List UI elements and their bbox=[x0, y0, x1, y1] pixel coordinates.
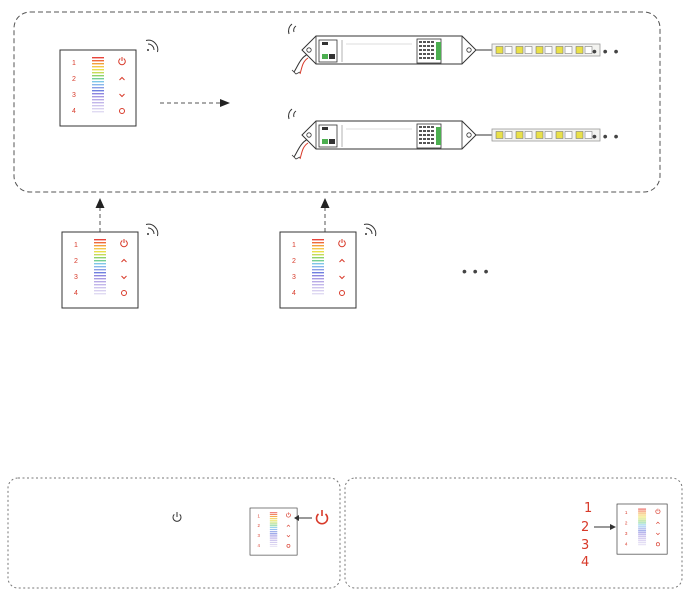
zone-number: 4 bbox=[581, 555, 589, 570]
power-icon-highlight bbox=[315, 510, 329, 525]
remote-panel-2 bbox=[61, 231, 139, 309]
strip-ellipsis-2: • • • bbox=[592, 128, 619, 144]
wifi-icon bbox=[145, 39, 159, 53]
remotes-ellipsis: • • • bbox=[462, 263, 489, 279]
arrow-up-icon bbox=[320, 198, 330, 208]
zone-number: 3 bbox=[581, 538, 589, 553]
remote-panel-mini-power bbox=[249, 507, 298, 556]
remote-panel-main bbox=[59, 49, 137, 127]
arrow-head-icon bbox=[220, 99, 230, 107]
arrow-up-icon bbox=[95, 198, 105, 208]
help-frame-zones bbox=[344, 477, 683, 589]
led-controller-1 bbox=[288, 23, 601, 75]
remote-panel-mini-zones bbox=[616, 503, 668, 555]
strip-ellipsis: • • • bbox=[592, 43, 619, 59]
system-frame bbox=[13, 11, 661, 193]
power-icon bbox=[172, 512, 182, 522]
zone-number: 1 bbox=[584, 501, 592, 516]
help-frame-power bbox=[7, 477, 341, 589]
remote-panel-3 bbox=[279, 231, 357, 309]
zone-number: 2 bbox=[581, 520, 589, 535]
led-controller-2 bbox=[288, 108, 601, 160]
wifi-icon bbox=[145, 223, 159, 237]
wifi-icon bbox=[363, 223, 377, 237]
